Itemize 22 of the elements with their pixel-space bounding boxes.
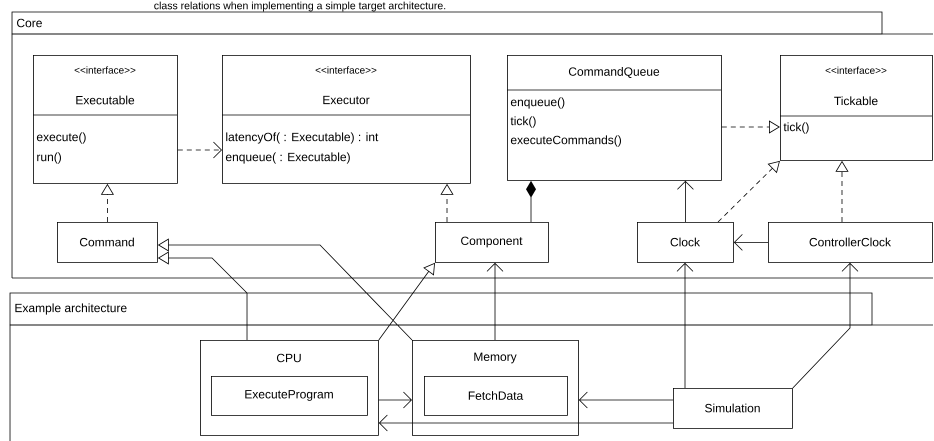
association-arrow [486, 262, 504, 340]
class-box: <<interface>> Tickable tick() [780, 55, 933, 161]
class-box: CommandQueue enqueue() tick() executeCommands() [506, 55, 722, 181]
association-arrow [378, 392, 412, 408]
association-arrow [578, 392, 674, 408]
class-box: Simulation [673, 388, 793, 429]
association-arrow [734, 234, 768, 251]
association-arrow [676, 262, 694, 388]
class-box: <<interface>> Executor latencyOf( : Executable) : int enqueue( : Executable) [222, 55, 471, 184]
class-box: Clock [637, 222, 734, 263]
class-box: ControllerClock [768, 222, 933, 263]
association-arrow [792, 262, 858, 388]
class-box: Component [435, 222, 549, 263]
class-box: ExecuteProgram [211, 376, 368, 416]
class-box: Command [57, 222, 158, 263]
association-arrow [677, 180, 694, 222]
figure-title: class relations when implementing a simple target architecture. [154, 2, 446, 12]
class-box: FetchData [424, 376, 568, 416]
realization-arrow [718, 160, 780, 222]
class-box: <<interface>> Executable execute() run() [32, 55, 178, 184]
association-arrow [378, 414, 674, 432]
dependency-arrow [177, 142, 222, 158]
